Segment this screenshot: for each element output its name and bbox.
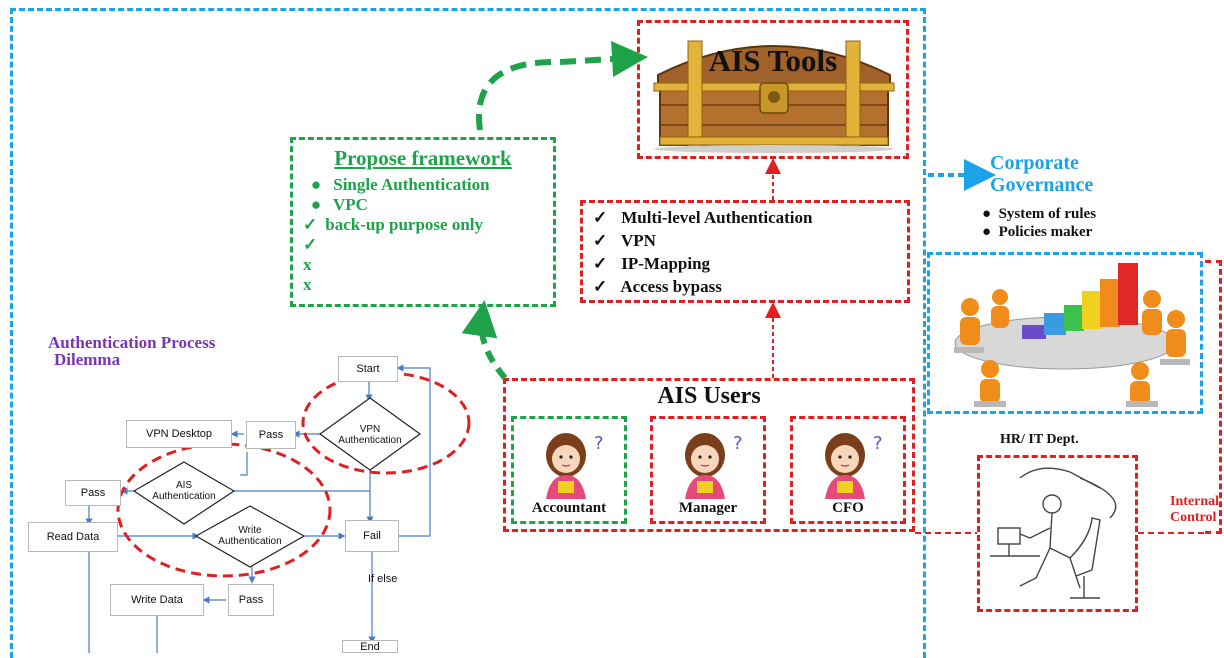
ais-tools-box: AIS Tools — [637, 20, 909, 159]
write-auth-line1: Write — [238, 525, 262, 536]
flow-vpn-desktop: VPN Desktop — [126, 420, 232, 448]
framework-list: ● Single Authentication ● VPC ✓ back-up … — [303, 175, 543, 295]
auth-method-label: Multi-level Authentication — [621, 208, 813, 227]
internal-control-label: Internal Control — [1170, 494, 1219, 526]
dilemma-line1: Authentication Process — [48, 333, 216, 352]
internal-control-line2: Control — [1170, 510, 1217, 525]
cross-icon: x — [303, 275, 312, 294]
framework-item: x — [303, 275, 543, 295]
flow-pass-left: Pass — [65, 480, 121, 506]
auth-methods-box: ✓ Multi-level Authentication ✓ VPN ✓ IP-… — [580, 200, 910, 303]
meeting-chart-icon — [954, 263, 1190, 407]
bullet-icon: ● — [310, 195, 322, 214]
ais-auth-label: AIS Authentication — [136, 480, 232, 502]
flow-write-data: Write Data — [110, 584, 204, 616]
vpn-auth-label: VPN Authentication — [322, 424, 418, 446]
framework-item-label: Single Authentication — [333, 175, 490, 194]
framework-item-label: VPC — [332, 195, 368, 214]
internal-control-line1: Internal — [1170, 494, 1219, 509]
ais-auth-line2: Authentication — [152, 491, 216, 502]
framework-item: x — [303, 255, 543, 275]
dilemma-title: Authentication Process Dilemma — [48, 334, 215, 368]
auth-method-item: ✓ IP-Mapping — [593, 252, 897, 275]
bullet-icon: ● — [310, 175, 322, 194]
cross-icon: x — [303, 255, 312, 274]
dilemma-line2: Dilemma — [54, 350, 121, 369]
check-icon: ✓ — [593, 231, 608, 250]
treasure-chest-icon — [653, 40, 895, 153]
ais-tools-title: AIS Tools — [708, 43, 838, 78]
governance-item-label: System of rules — [998, 206, 1097, 222]
role-label: CFO — [832, 500, 864, 516]
svg-text:?: ? — [873, 433, 883, 454]
governance-item: ● System of rules — [982, 205, 1096, 223]
svg-text:?: ? — [594, 433, 604, 454]
svg-text:?: ? — [733, 433, 743, 454]
flow-if-else: If else — [368, 573, 398, 585]
check-icon: ✓ — [593, 254, 608, 273]
bullet-icon: ● — [982, 206, 999, 222]
write-auth-line2: Authentication — [218, 536, 282, 547]
auth-method-item: ✓ Access bypass — [593, 275, 897, 298]
governance-item-label: Policies maker — [998, 224, 1093, 240]
vpn-auth-line1: VPN — [359, 424, 381, 435]
flow-pass-bottom: Pass — [228, 584, 274, 616]
governance-list: ● System of rules ● Policies maker — [982, 205, 1096, 241]
role-cfo: ? CFO — [790, 416, 906, 524]
user-avatar-icon: ? — [685, 433, 743, 499]
auth-method-label: IP-Mapping — [621, 254, 711, 273]
write-auth-label: Write Authentication — [200, 525, 300, 547]
check-icon: ✓ — [593, 208, 608, 227]
auth-method-label: VPN — [620, 231, 656, 250]
framework-title: Propose framework — [334, 146, 512, 170]
office-worker-icon — [990, 467, 1117, 599]
propose-framework-box: Propose framework ● Single Authenticatio… — [290, 137, 556, 307]
governance-picture-box — [927, 252, 1203, 414]
framework-item: ● VPC — [303, 195, 543, 215]
flow-read-data: Read Data — [28, 522, 118, 552]
ais-users-box: AIS Users — [503, 378, 915, 532]
governance-item: ● Policies maker — [982, 223, 1096, 241]
check-icon: ✓ — [593, 277, 608, 296]
check-icon: ✓ — [303, 235, 318, 254]
hr-title: HR/ IT Dept. — [1000, 432, 1079, 447]
flow-end: End — [342, 640, 398, 653]
ais-users-title: AIS Users — [657, 383, 761, 409]
flow-start: Start — [338, 356, 398, 382]
governance-title-line2: Governance — [990, 174, 1094, 196]
framework-item-label: back-up purpose only — [325, 215, 484, 234]
user-avatar-icon: ? — [546, 433, 604, 499]
framework-item: ✓ — [303, 235, 543, 255]
role-accountant: ? Accountant — [511, 416, 627, 524]
check-icon: ✓ — [303, 215, 318, 234]
governance-title: Corporate Governance — [990, 152, 1093, 196]
user-avatar-icon: ? — [825, 433, 883, 499]
auth-method-item: ✓ VPN — [593, 229, 897, 252]
hr-box — [977, 455, 1138, 612]
vpn-auth-line2: Authentication — [338, 435, 402, 446]
auth-method-item: ✓ Multi-level Authentication — [593, 206, 897, 229]
auth-method-label: Access bypass — [620, 277, 722, 296]
outer-frame — [10, 8, 926, 658]
role-manager: ? Manager — [650, 416, 766, 524]
flow-pass-top: Pass — [246, 421, 296, 449]
ais-auth-line1: AIS — [175, 480, 193, 491]
framework-item: ✓ back-up purpose only — [303, 215, 543, 235]
role-label: Manager — [678, 500, 738, 516]
role-label: Accountant — [531, 500, 607, 516]
flow-fail: Fail — [345, 520, 399, 552]
governance-title-line1: Corporate — [990, 152, 1079, 174]
internal-control-frame — [1205, 260, 1222, 534]
bullet-icon: ● — [982, 224, 999, 240]
framework-item: ● Single Authentication — [303, 175, 543, 195]
